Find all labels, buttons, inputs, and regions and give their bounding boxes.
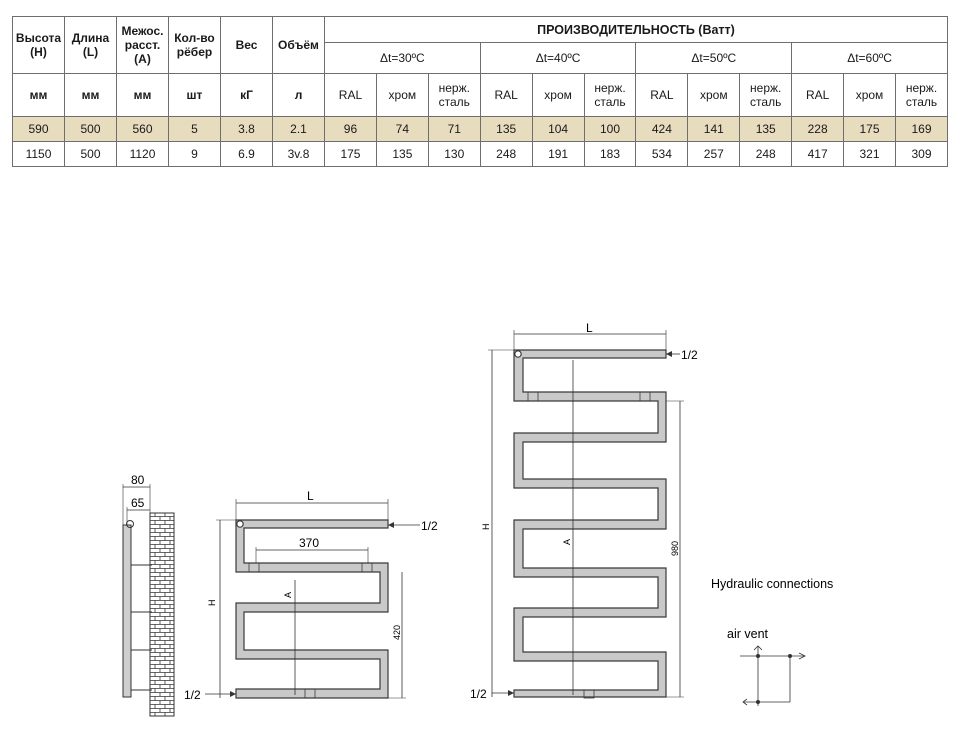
hydraulic-title: Hydraulic connections	[711, 577, 833, 591]
radiator-side-profile	[122, 524, 132, 698]
table-cell: 135	[375, 141, 429, 167]
col-header-axis-distance: Межос. расст. (A)	[116, 16, 169, 74]
table-cell: 141	[687, 116, 741, 142]
bracket-icon	[583, 689, 595, 699]
table-cell: 71	[427, 116, 481, 142]
table-cell: 534	[635, 141, 689, 167]
table-cell: 248	[479, 141, 533, 167]
col-header-weight: Вес	[220, 16, 273, 74]
bracket-icon	[304, 688, 316, 699]
arrow-up-icon	[753, 645, 763, 651]
col-header-volume: Объём	[272, 16, 325, 74]
air-vent-label: air vent	[727, 627, 769, 641]
unit-height: мм	[12, 73, 65, 117]
table-cell: 248	[739, 141, 793, 167]
spec-table: Высота (H) Длина (L) Межос. расст. (A) К…	[12, 16, 949, 167]
dim-H: H	[481, 524, 491, 531]
table-row: 1150 500 1120 9 6.9 3v.8 175 135 130 248…	[12, 141, 949, 167]
junction-dot-icon	[756, 654, 760, 658]
table-cell: 183	[583, 141, 637, 167]
table-cell: 500	[64, 116, 117, 142]
table-cell: 3v.8	[272, 141, 325, 167]
table-cell: 2.1	[272, 116, 325, 142]
bracket-icon	[248, 562, 260, 573]
table-cell: 130	[427, 141, 481, 167]
table-cell: 309	[894, 141, 949, 167]
wall-brick	[149, 512, 175, 717]
table-cell: 228	[791, 116, 845, 142]
radiator-pipe	[513, 349, 667, 698]
material-steel: нерж. сталь	[583, 73, 637, 117]
material-chrome: хром	[843, 73, 896, 117]
table-cell: 175	[843, 116, 896, 142]
dim-370: 370	[299, 536, 319, 550]
material-ral: RAL	[635, 73, 689, 117]
table-cell: 104	[531, 116, 585, 142]
dim-A: A	[562, 539, 572, 545]
dim-L: L	[586, 321, 593, 335]
dim-A: A	[283, 592, 293, 598]
unit-ribs: шт	[168, 73, 221, 117]
dim-80: 80	[131, 473, 145, 487]
connection-top: 1/2	[681, 348, 698, 362]
arrow-left-icon	[742, 698, 748, 706]
table-cell: 257	[687, 141, 741, 167]
col-header-length: Длина (L)	[64, 16, 117, 74]
table-cell: 1150	[12, 141, 65, 167]
material-steel: нерж. сталь	[894, 73, 949, 117]
unit-weight: кГ	[220, 73, 273, 117]
table-cell: 417	[791, 141, 845, 167]
table-cell: 5	[168, 116, 221, 142]
air-vent-icon	[236, 520, 244, 528]
hydraulic-connections: Hydraulic connections air vent	[711, 577, 833, 706]
table-cell: 560	[116, 116, 169, 142]
dim-980: 980	[670, 541, 680, 556]
unit-volume: л	[272, 73, 325, 117]
table-cell: 1120	[116, 141, 169, 167]
connection-top: 1/2	[421, 519, 438, 533]
unit-axis-distance: мм	[116, 73, 169, 117]
material-chrome: хром	[531, 73, 585, 117]
table-cell: 100	[583, 116, 637, 142]
unit-length: мм	[64, 73, 117, 117]
table-cell: 424	[635, 116, 689, 142]
table-cell: 135	[739, 116, 793, 142]
mounting-bracket-icon	[126, 520, 134, 528]
dim-L: L	[307, 489, 314, 503]
bracket-icon	[527, 391, 539, 402]
side-view: 80 65	[122, 473, 175, 717]
table-cell: 96	[324, 116, 377, 142]
delta-t-40: Δt=40ºC	[479, 42, 637, 74]
dim-65: 65	[131, 496, 145, 510]
large-radiator-drawing: L H A 980 1/2 1/2	[470, 321, 698, 701]
bracket-icon	[639, 391, 651, 402]
table-cell: 590	[12, 116, 65, 142]
table-cell: 191	[531, 141, 585, 167]
material-chrome: хром	[687, 73, 741, 117]
arrow-right-icon	[798, 652, 806, 660]
col-header-height: Высота (H)	[12, 16, 65, 74]
connection-bottom: 1/2	[184, 688, 201, 702]
table-cell: 321	[843, 141, 896, 167]
junction-dot-icon	[788, 654, 792, 658]
connection-bottom: 1/2	[470, 687, 487, 701]
small-radiator-drawing: L 370 H A 420 1/2 1/2	[184, 489, 438, 702]
bracket-icon	[361, 562, 373, 573]
material-steel: нерж. сталь	[739, 73, 793, 117]
col-header-ribs: Кол-во рёбер	[168, 16, 221, 74]
material-ral: RAL	[479, 73, 533, 117]
dim-H: H	[207, 600, 217, 607]
delta-t-30: Δt=30ºC	[324, 42, 481, 74]
material-ral: RAL	[791, 73, 845, 117]
junction-dot-icon	[756, 700, 760, 704]
material-steel: нерж. сталь	[427, 73, 481, 117]
dim-420: 420	[392, 625, 402, 640]
table-cell: 6.9	[220, 141, 273, 167]
table-cell: 135	[479, 116, 533, 142]
air-vent-icon	[514, 350, 522, 358]
delta-t-60: Δt=60ºC	[791, 42, 948, 74]
